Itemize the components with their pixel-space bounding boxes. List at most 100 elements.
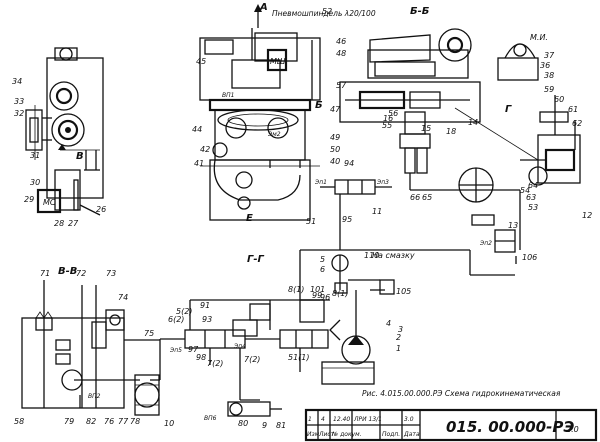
callout-51: 51: [306, 217, 316, 226]
title-row1-c: 12.40: [333, 416, 350, 423]
section-label-gg: Г-Г: [247, 254, 265, 265]
sheet-number: 2.0: [566, 425, 579, 434]
callout-31: 31: [30, 151, 40, 160]
callout-94: 94: [344, 159, 354, 168]
callout-49: 49: [330, 133, 340, 142]
callout-42: 42: [200, 145, 210, 154]
callout-9: 9: [262, 421, 267, 430]
component-labels: М.И. МС МШ Эп1 Эп3 Эп2 Эп5 Эп4 Эм2 ВП1 В…: [43, 33, 548, 422]
callout-14: 14: [468, 118, 478, 127]
callout-3: 3: [398, 325, 403, 334]
callout-74: 74: [118, 293, 128, 302]
callout-93: 93: [202, 315, 212, 324]
title-row2-d: Подп.: [382, 431, 400, 438]
valve-block-gg: [150, 299, 330, 417]
callout-48: 48: [336, 49, 346, 58]
callout-78: 78: [130, 417, 140, 426]
callout-16: 16: [383, 114, 393, 123]
callout-50: 50: [330, 145, 340, 154]
callout-15: 15: [421, 124, 431, 133]
callout-40: 40: [330, 157, 340, 166]
callout-26: 26: [96, 205, 106, 214]
callout-8b: 8(1): [332, 289, 348, 298]
label-ep3: Эп3: [376, 179, 389, 186]
title-row1-e: 3.0: [404, 416, 414, 423]
callout-106: 106: [522, 253, 537, 262]
callout-77: 77: [118, 417, 129, 426]
callout-95: 95: [342, 215, 352, 224]
title-row2-b: Лист: [318, 431, 335, 438]
callout-30: 30: [30, 178, 40, 187]
callout-54: 54: [520, 186, 530, 195]
callout-82: 82: [86, 417, 96, 426]
callout-51b: 51(1): [288, 353, 310, 362]
callout-56: 56: [388, 109, 398, 118]
callout-80: 80: [238, 419, 248, 428]
title-row1-d: ЛРИ 13/1: [353, 416, 382, 423]
callout-5: 5: [320, 255, 325, 264]
callout-29: 29: [24, 195, 34, 204]
callout-46: 46: [336, 37, 346, 46]
doc-code: 015. 00.000-РЭ: [446, 418, 574, 436]
caption-and-title: Рис. 4.015.00.000.РЭ Схема гидрокинемати…: [307, 389, 579, 438]
label-msh: МШ: [270, 57, 286, 66]
section-vv-view: [21, 280, 160, 416]
callout-101: 101: [310, 285, 325, 294]
label-vp2: ВП2: [88, 393, 101, 400]
title-row2-a: Изм: [307, 431, 320, 438]
callout-91: 91: [200, 301, 210, 310]
callout-63: 63: [526, 193, 536, 202]
callout-45: 45: [196, 57, 206, 66]
title-row1-a: 1: [308, 416, 312, 423]
callout-11: 11: [372, 207, 382, 216]
label-vp6: ВП6: [204, 415, 217, 422]
valve-block-right: [300, 173, 521, 276]
section-label-vv: В-В: [58, 266, 77, 277]
callout-7b: 7(2): [244, 355, 260, 364]
section-label-b: Б: [315, 100, 323, 111]
callout-64: 64: [528, 181, 538, 190]
label-mc: МС: [43, 198, 56, 207]
callout-58: 58: [14, 417, 24, 426]
callout-27: 27: [68, 219, 79, 228]
callout-71: 71: [40, 269, 50, 278]
section-bb-view: [339, 28, 581, 203]
label-ep4: Эп4: [233, 343, 246, 350]
callout-52: 52: [322, 7, 332, 16]
callout-72: 72: [76, 269, 86, 278]
label-vp1: ВП1: [222, 92, 234, 99]
callout-96: 96: [320, 293, 330, 302]
callout-7: 7(2): [207, 359, 223, 368]
callout-41: 41: [194, 159, 204, 168]
section-label-bb: Б-Б: [410, 6, 430, 17]
title-row1-b: 4: [321, 416, 325, 423]
callout-33: 33: [14, 97, 24, 106]
callout-65: 65: [422, 193, 432, 202]
callout-5b: 5(2): [176, 307, 192, 316]
callout-76: 76: [104, 417, 114, 426]
left-side-view: [25, 47, 104, 216]
callout-55: 55: [382, 121, 392, 130]
callout-61: 61: [568, 105, 578, 114]
callout-47: 47: [330, 105, 341, 114]
callout-73: 73: [106, 269, 116, 278]
title-row2-c: № докум.: [331, 431, 362, 438]
section-label-v: В: [76, 151, 84, 162]
callout-66: 66: [410, 193, 420, 202]
callout-32: 32: [14, 109, 24, 118]
callout-53: 53: [528, 203, 538, 212]
label-mi: М.И.: [530, 33, 548, 42]
title-row2-e: Дата: [403, 431, 420, 438]
label-em2: Эм2: [267, 131, 281, 138]
callout-10: 10: [164, 419, 174, 428]
callout-98: 98: [196, 353, 206, 362]
pump-station: [299, 250, 395, 385]
callout-34: 34: [12, 77, 22, 86]
callout-75: 75: [144, 329, 154, 338]
callout-97: 97: [188, 345, 199, 354]
callout-110: 110: [364, 251, 379, 260]
section-label-a: А: [259, 2, 268, 13]
section-labels: Б-Б Г-Г В-В А Б В Г Е Пневмошпиндель λ20…: [58, 2, 512, 277]
center-head-view: [199, 4, 321, 221]
